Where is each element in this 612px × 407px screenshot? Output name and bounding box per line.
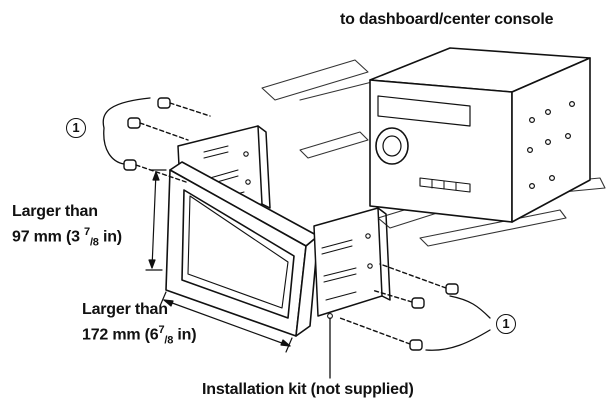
- dimension-lines: [145, 169, 293, 353]
- installation-kit-label: Installation kit (not supplied): [202, 381, 414, 398]
- callout-screws-left: 1: [66, 118, 86, 138]
- head-unit: [369, 47, 591, 223]
- trim-frame: [165, 161, 319, 337]
- screws-right: [339, 263, 491, 351]
- screws-left: [102, 97, 211, 183]
- width-label-line1: Larger than: [82, 301, 168, 318]
- height-unit: in): [98, 228, 122, 246]
- height-label: Larger than 97 mm (3 7/8 in): [12, 202, 122, 253]
- height-label-line2: 97 mm (3 7/8 in): [12, 222, 122, 253]
- right-bracket: [313, 207, 391, 319]
- height-label-line1: Larger than: [12, 203, 98, 220]
- width-unit: in): [173, 326, 197, 344]
- height-frac-den: /8: [89, 236, 99, 249]
- height-value: 97 mm (3: [12, 228, 85, 246]
- width-label-line2: 172 mm (67/8 in): [82, 320, 197, 351]
- width-value: 172 mm (6: [82, 326, 159, 344]
- callout-screws-right: 1: [496, 314, 516, 334]
- width-frac-num: 7: [158, 324, 165, 336]
- height-frac-num: 7: [84, 226, 90, 238]
- dashboard-label: to dashboard/center console: [340, 11, 554, 28]
- width-label: Larger than 172 mm (67/8 in): [82, 300, 197, 351]
- width-frac-den: /8: [164, 334, 174, 347]
